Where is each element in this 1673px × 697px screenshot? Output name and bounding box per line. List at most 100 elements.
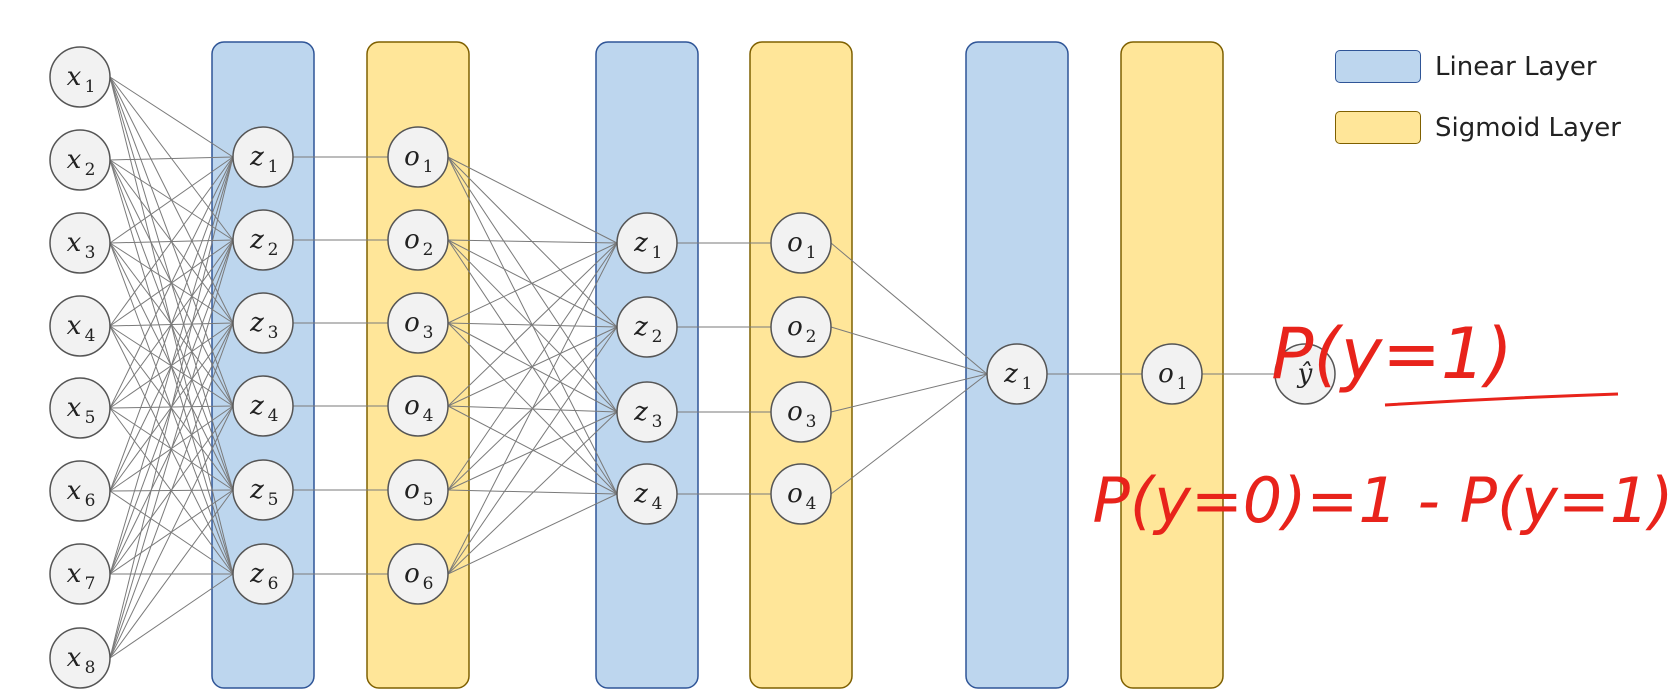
z-node-l3-3-subscript: 3 — [652, 412, 663, 432]
o-node-l6-1-symbol: o — [1158, 359, 1174, 389]
edge-2-0-0 — [447, 156, 618, 244]
annotation-underline — [1384, 392, 1619, 407]
z-node-l3-3-circle — [616, 381, 678, 443]
o-node-l2-6-subscript: 6 — [423, 574, 434, 594]
legend-sigmoid: Sigmoid Layer — [1335, 111, 1621, 144]
edge-0-1-0 — [109, 156, 234, 161]
z-node-l1-5-symbol: z — [249, 475, 264, 505]
z-node-l5-1-symbol: z — [1003, 359, 1018, 389]
o-node-l4-1-circle — [770, 212, 832, 274]
o-node-l4-2-symbol: o — [787, 312, 803, 342]
edge-4-3-0 — [830, 373, 988, 495]
input-node-4-circle — [49, 295, 111, 357]
o-node-l6-1-circle — [1141, 343, 1203, 405]
o-node-l2-4-subscript: 4 — [423, 406, 434, 426]
input-node-4-subscript: 4 — [85, 326, 96, 346]
z-node-l1-2-circle — [232, 209, 294, 271]
o-node-l4-3-circle — [770, 381, 832, 443]
z-node-l5-1-circle — [986, 343, 1048, 405]
o-node-l2-3-subscript: 3 — [423, 323, 434, 343]
edge-2-5-1 — [447, 326, 618, 575]
edge-4-0-0 — [830, 242, 988, 375]
input-node-6-symbol: x — [67, 476, 82, 506]
o-node-l2-2-symbol: o — [404, 225, 420, 255]
edge-0-7-1 — [109, 239, 234, 659]
o-node-l4-4-circle — [770, 463, 832, 525]
o-node-l6-1-subscript: 1 — [1177, 374, 1188, 394]
input-node-7-symbol: x — [67, 559, 82, 589]
z-node-l1-4-circle — [232, 375, 294, 437]
o-node-l4-2-circle — [770, 296, 832, 358]
annotation-p-y-equals-1: P(y=1) — [1271, 313, 1512, 395]
input-node-8-circle — [49, 627, 111, 689]
z-node-l3-4-subscript: 4 — [652, 494, 663, 514]
linear-layer-band-3 — [595, 41, 699, 689]
edge-2-5-2 — [447, 411, 618, 575]
o-node-l2-6-circle — [387, 543, 449, 605]
edge-4-2-0 — [830, 373, 988, 413]
o-node-l2-4-circle — [387, 375, 449, 437]
z-node-l1-6-circle — [232, 543, 294, 605]
z-node-l3-2-circle — [616, 296, 678, 358]
input-node-8-subscript: 8 — [85, 658, 96, 678]
o-node-l4-1-subscript: 1 — [806, 243, 817, 263]
z-node-l3-1-circle — [616, 212, 678, 274]
o-node-l2-4-symbol: o — [404, 391, 420, 421]
input-node-6-subscript: 6 — [85, 491, 96, 511]
z-node-l1-5-subscript: 5 — [268, 490, 279, 510]
edge-0-0-0 — [109, 76, 234, 158]
z-node-l3-1-subscript: 1 — [652, 243, 663, 263]
legend-linear: Linear Layer — [1335, 50, 1597, 83]
input-node-6-circle — [49, 460, 111, 522]
o-node-l2-3-circle — [387, 292, 449, 354]
z-node-l3-3-symbol: z — [633, 397, 648, 427]
edge-2-1-2 — [447, 239, 618, 413]
edge-2-4-3 — [447, 489, 618, 495]
z-node-l1-1-circle — [232, 126, 294, 188]
input-node-8-symbol: x — [67, 643, 82, 673]
input-node-1-subscript: 1 — [85, 77, 96, 97]
edge-0-7-3 — [109, 405, 234, 659]
z-node-l3-2-symbol: z — [633, 312, 648, 342]
o-node-l4-4-subscript: 4 — [806, 494, 817, 514]
z-node-l1-2-symbol: z — [249, 225, 264, 255]
o-node-l2-1-symbol: o — [404, 142, 420, 172]
z-node-l1-6-subscript: 6 — [268, 574, 279, 594]
input-node-5-symbol: x — [67, 393, 82, 423]
edge-2-4-0 — [447, 242, 618, 491]
z-node-l3-2-subscript: 2 — [652, 327, 663, 347]
edge-2-1-0 — [447, 239, 618, 244]
edge-2-2-0 — [447, 242, 618, 324]
o-node-l4-3-subscript: 3 — [806, 412, 817, 432]
z-node-l3-4-symbol: z — [633, 479, 648, 509]
annotation-p-y-equals-0: P(y=0)=1 - P(y=1) — [1093, 464, 1673, 537]
output-node-circle — [1274, 343, 1336, 405]
z-node-l1-3-symbol: z — [249, 308, 264, 338]
input-node-7-circle — [49, 543, 111, 605]
z-node-l1-4-symbol: z — [249, 391, 264, 421]
o-node-l2-6-symbol: o — [404, 559, 420, 589]
edge-0-4-0 — [109, 156, 234, 409]
input-node-1-symbol: x — [67, 62, 82, 92]
z-node-l1-2-subscript: 2 — [268, 240, 279, 260]
o-node-l2-2-circle — [387, 209, 449, 271]
